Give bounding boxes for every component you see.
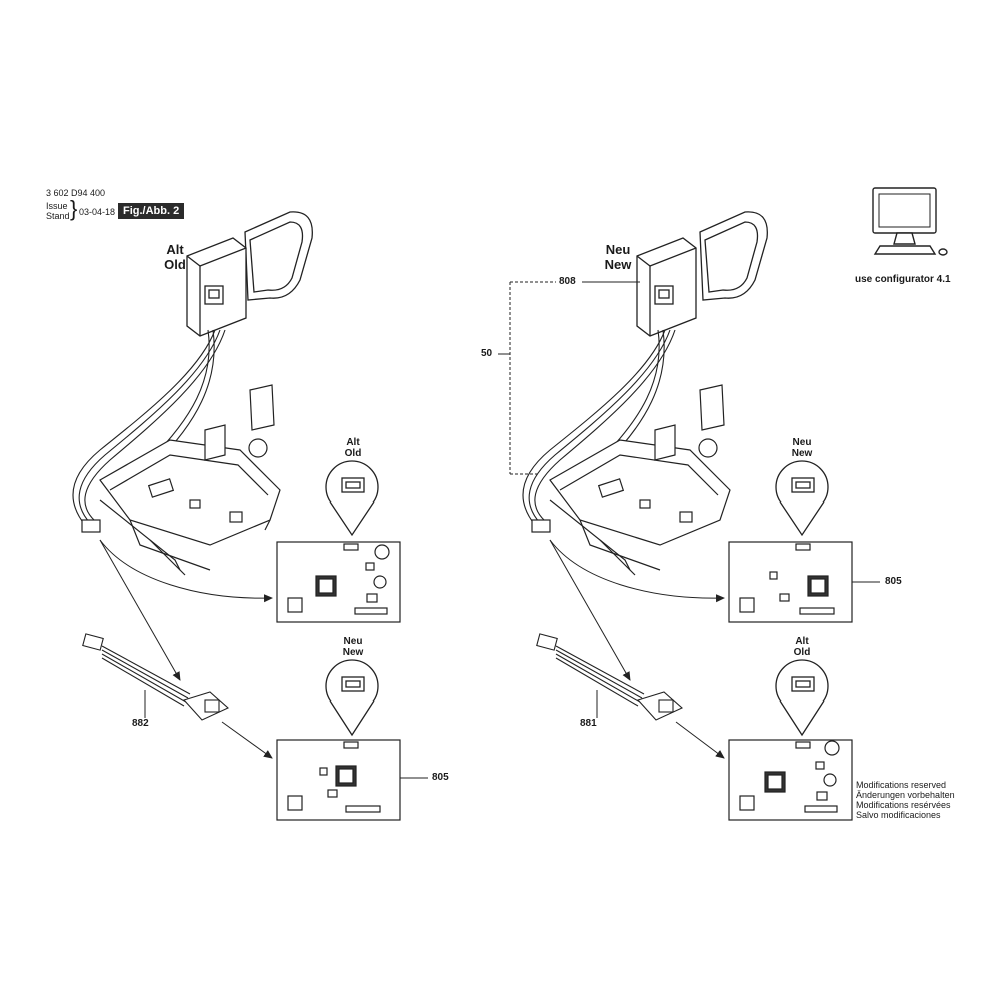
stand-label: Stand xyxy=(46,211,70,221)
left-bottom-magnifier xyxy=(325,659,379,737)
left-lower-board xyxy=(276,739,401,821)
switch-808-callout: 808 xyxy=(559,276,576,287)
modifications-line-4: Salvo modificaciones xyxy=(856,810,941,820)
left-bottom-bubble-line1: Neu xyxy=(343,636,363,647)
right-assembly-label: Neu New xyxy=(598,242,638,272)
computer-icon xyxy=(872,187,948,256)
left-harness-connector xyxy=(81,519,101,533)
right-top-bubble-label: Neu New xyxy=(786,437,818,459)
modifications-notice: Modifications reserved Änderungen vorbeh… xyxy=(856,780,955,820)
figure-label: Fig./Abb. 2 xyxy=(118,203,185,219)
cable-881-callout: 881 xyxy=(580,718,597,729)
modifications-line-3: Modifications resérvées xyxy=(856,800,951,810)
left-upper-board xyxy=(276,541,401,623)
left-board-805-callout: 805 xyxy=(432,772,449,783)
modifications-line-1: Modifications reserved xyxy=(856,780,947,790)
left-assembly-label: Alt Old xyxy=(155,242,195,272)
right-bottom-bubble-line1: Alt xyxy=(795,636,809,647)
left-arrows xyxy=(99,539,428,779)
modifications-line-2: Änderungen vorbehalten xyxy=(856,790,955,800)
left-top-bubble-line1: Alt xyxy=(346,437,360,448)
brace-glyph: } xyxy=(70,196,78,221)
left-top-magnifier xyxy=(325,460,379,537)
left-top-bubble-label: Alt Old xyxy=(337,437,369,459)
configurator-label: use configurator 4.1 xyxy=(855,274,951,285)
left-assembly-label-line2: Old xyxy=(164,257,186,272)
right-lower-board xyxy=(728,739,853,821)
right-top-bubble-line1: Neu xyxy=(792,437,812,448)
right-upper-board xyxy=(728,541,853,623)
right-arrows xyxy=(549,539,725,759)
right-switch-module xyxy=(636,211,768,337)
right-assembly-label-line1: Neu xyxy=(605,242,631,257)
cable-882-callout: 882 xyxy=(132,718,149,729)
left-switch-module xyxy=(186,211,313,337)
right-bottom-magnifier xyxy=(775,659,829,737)
right-top-magnifier xyxy=(775,460,829,537)
left-bottom-bubble-line2: New xyxy=(342,647,364,658)
right-bottom-bubble-line2: Old xyxy=(793,647,811,658)
bracket-50 xyxy=(509,281,556,475)
right-harness-connector xyxy=(531,519,551,533)
left-bottom-bubble-label: Neu New xyxy=(337,636,369,658)
right-adapter-cable xyxy=(536,633,683,721)
right-motor-board xyxy=(549,384,731,576)
part-number: 3 602 D94 400 xyxy=(46,188,106,198)
issue-label: Issue xyxy=(46,201,68,211)
left-adapter-cable xyxy=(82,633,229,721)
right-assembly-label-line2: New xyxy=(604,257,632,272)
bracket-50-callout: 50 xyxy=(481,348,493,359)
left-top-bubble-line2: Old xyxy=(344,448,362,459)
left-motor-board xyxy=(99,384,281,576)
right-board-805-callout: 805 xyxy=(885,576,902,587)
left-assembly-label-line1: Alt xyxy=(166,242,184,257)
right-bottom-bubble-label: Alt Old xyxy=(786,636,818,658)
right-top-bubble-line2: New xyxy=(791,448,813,459)
issue-date: 03-04-18 xyxy=(79,207,116,217)
